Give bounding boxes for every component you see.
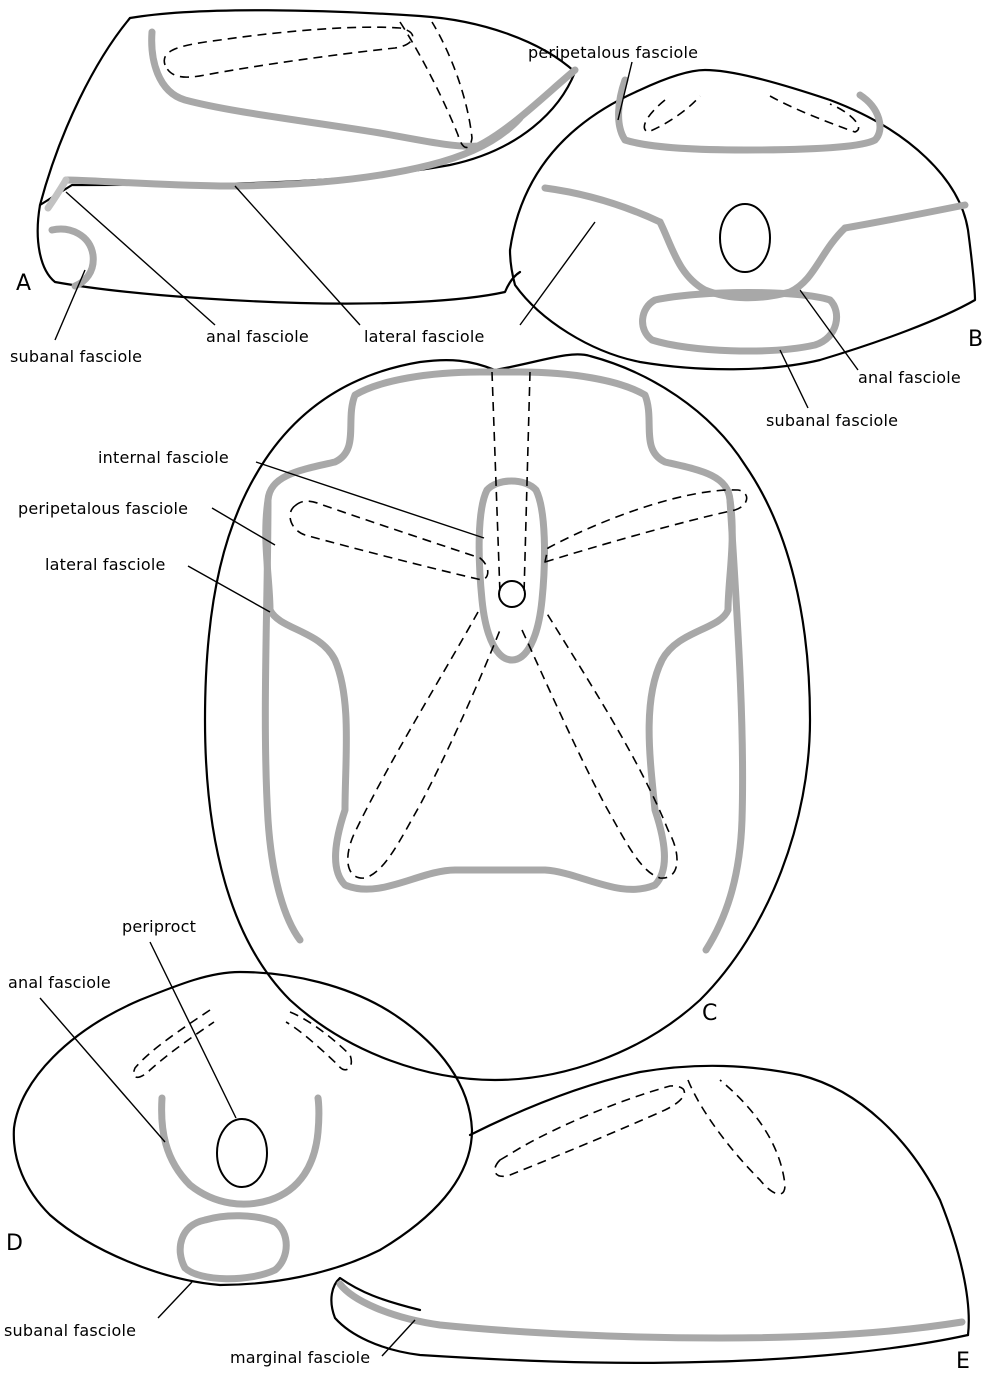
specimen-d-outline	[14, 972, 472, 1285]
specimen-a-petal-2	[400, 22, 472, 147]
specimen-c-apical-disc	[499, 581, 525, 607]
panel-label-c: C	[702, 1001, 717, 1026]
panel-label-d: D	[6, 1231, 23, 1256]
specimen-d-petal-left	[134, 1010, 214, 1077]
specimen-d-anal-fasciole	[162, 1098, 319, 1204]
specimen-b-periproct	[720, 204, 770, 272]
panel-label-a: A	[16, 271, 31, 296]
specimen-b-anal-fasciole	[660, 222, 845, 298]
label-b-peripetalous-fasciole: peripetalous fasciole	[528, 43, 698, 62]
leader-d-subanal	[158, 1282, 192, 1318]
label-a-subanal-fasciole: subanal fasciole	[10, 347, 142, 366]
specimen-e-petal-1	[495, 1086, 685, 1176]
label-d-subanal-fasciole: subanal fasciole	[4, 1321, 136, 1340]
label-d-periproct: periproct	[122, 917, 196, 936]
specimen-e-petal-2	[688, 1080, 785, 1194]
label-c-peripetalous-fasciole: peripetalous fasciole	[18, 499, 188, 518]
specimen-c-peripetalous-fasciole	[266, 372, 732, 889]
specimen-b	[510, 70, 975, 369]
specimen-c-petal-right-anterior	[545, 490, 747, 562]
specimen-c-internal-fasciole	[479, 481, 544, 660]
leader-a-lateral-extend	[520, 222, 595, 325]
label-a-lateral-fasciole: lateral fasciole	[364, 327, 485, 346]
panel-label-b: B	[968, 327, 983, 352]
label-b-subanal-fasciole: subanal fasciole	[766, 411, 898, 430]
specimen-d-periproct	[217, 1119, 267, 1187]
specimen-b-petal-right	[770, 96, 859, 132]
label-c-lateral-fasciole: lateral fasciole	[45, 555, 166, 574]
specimen-c-petal-left-anterior	[290, 501, 488, 580]
specimen-b-lateral-fasciole-left	[545, 188, 660, 222]
specimen-b-peripetalous-fasciole	[619, 80, 880, 150]
specimen-a-anal-fasciole	[48, 180, 66, 208]
specimen-b-lateral-fasciole-right	[845, 205, 965, 228]
specimen-c	[205, 354, 810, 1080]
leader-a-subanal	[55, 270, 85, 340]
panel-label-e: E	[956, 1349, 970, 1373]
specimen-d-petal-right	[286, 1012, 351, 1070]
specimen-a-petal-1	[164, 27, 412, 77]
specimen-a-outline	[38, 10, 575, 303]
leader-a-anal	[66, 192, 215, 325]
leader-c-lateral	[188, 566, 270, 612]
label-d-anal-fasciole: anal fasciole	[8, 973, 111, 992]
leader-c-internal	[256, 462, 484, 538]
leader-b-subanal	[780, 350, 808, 408]
specimen-c-petal-left-posterior	[348, 612, 500, 878]
specimen-d	[14, 972, 472, 1285]
specimen-e-upper-outline	[470, 1066, 969, 1335]
specimen-a-upper-outline	[40, 18, 130, 205]
specimen-b-petal-left	[644, 96, 700, 132]
specimen-c-lateral-fasciole	[265, 500, 742, 950]
specimen-a-lateral-fasciole	[66, 118, 520, 186]
specimen-d-subanal-fasciole	[180, 1216, 286, 1279]
specimen-a	[38, 10, 575, 303]
label-a-anal-fasciole: anal fasciole	[206, 327, 309, 346]
specimen-c-outline	[205, 354, 810, 1080]
label-e-marginal-fasciole: marginal fasciole	[230, 1348, 370, 1367]
specimen-e-marginal-fasciole	[340, 1284, 962, 1338]
label-c-internal-fasciole: internal fasciole	[98, 448, 229, 467]
label-b-anal-fasciole: anal fasciole	[858, 368, 961, 387]
specimen-e	[331, 1066, 968, 1363]
leader-d-periproct	[150, 942, 236, 1118]
specimen-a-subanal-fasciole	[52, 229, 93, 286]
leader-a-lateral	[235, 186, 360, 325]
specimen-c-petal-right-posterior	[522, 612, 677, 878]
